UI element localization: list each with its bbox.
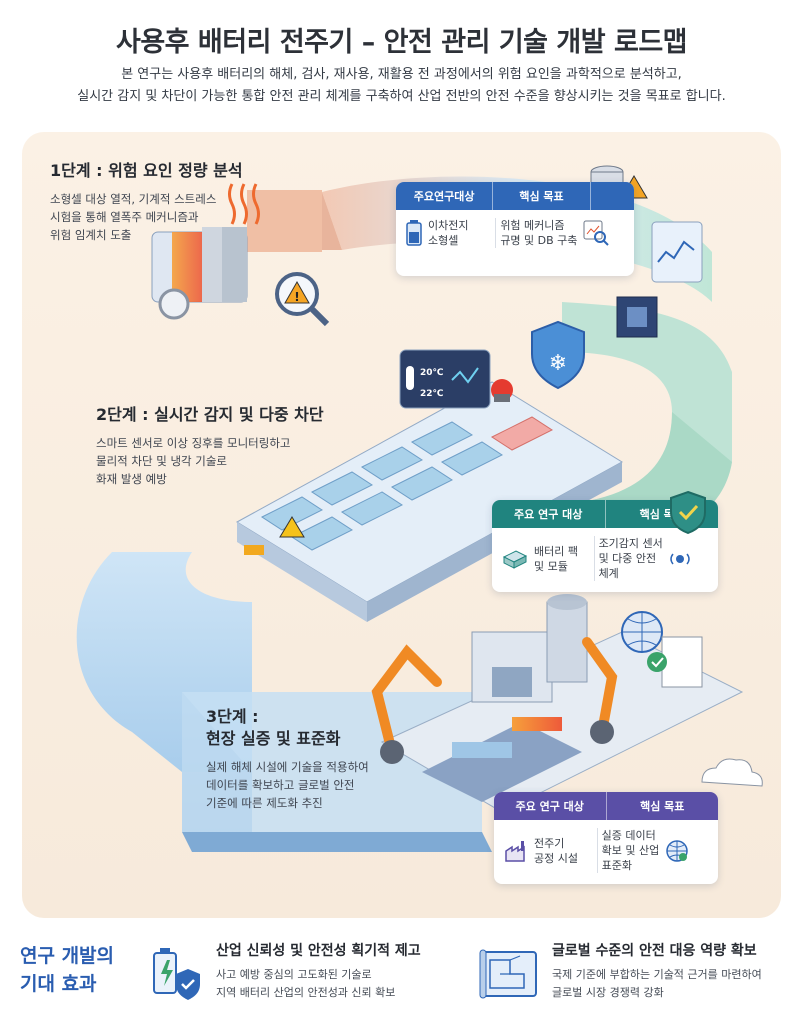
card-header-target: 주요 연구 대상 — [514, 508, 583, 521]
battery-icon — [406, 220, 422, 246]
stage-2-desc: 스마트 센서로 이상 징후를 모니터링하고 물리적 차단 및 냉각 기술로 화재… — [96, 436, 291, 486]
factory-icon — [505, 840, 525, 862]
search-chart-icon — [583, 220, 610, 246]
stage-3-title: 3단계 :현장 실증 및 표준화 — [206, 707, 341, 748]
globe-icon — [666, 839, 688, 862]
effects-heading: 연구 개발의 기대 효과 — [20, 945, 115, 995]
effect-item-1: 산업 신뢰성 및 안전성 획기적 제고 사고 예방 중심의 고도화된 기술로 지… — [216, 940, 421, 1002]
effect-1-desc: 사고 예방 중심의 고도화된 기술로 지역 배터리 산업의 안전성과 신뢰 확보 — [216, 968, 396, 999]
card-header-target: 주요 연구 대상 — [515, 800, 584, 813]
card-header-target: 주요연구대상 — [413, 190, 475, 203]
svg-text:❄: ❄ — [549, 351, 567, 376]
shield-check-icon — [670, 490, 706, 534]
effect-2-title: 글로벌 수준의 안전 대응 역량 확보 — [552, 943, 757, 959]
stage-2: 2단계 : 실시간 감지 및 다중 차단 스마트 센서로 이상 징후를 모니터링… — [96, 404, 356, 488]
stage-1-desc: 소형셀 대상 열적, 기계적 스트레스 시험을 통해 열폭주 메커니즘과 위험 … — [50, 192, 217, 242]
temperature-reading-1: 20℃ — [420, 368, 444, 378]
effect-item-2: 글로벌 수준의 안전 대응 역량 확보 국제 기준에 부합하는 기술적 근거를 … — [552, 940, 762, 1002]
battery-module-icon — [502, 549, 528, 569]
factory-illustration — [371, 594, 763, 813]
stage-3-desc: 실제 해체 시설에 기술을 적용하여 데이터를 확보하고 글로벌 안전 기준에 … — [206, 760, 369, 810]
page-subtitle: 본 연구는 사용후 배터리의 해체, 검사, 재사용, 재활용 전 과정에서의 … — [77, 67, 726, 104]
card-header-goal: 핵심 목표 — [492, 182, 589, 210]
sensor-icon — [670, 553, 690, 564]
battery-cell-illustration: ! — [151, 183, 330, 327]
card-header-goal: 핵심 목표 — [605, 792, 719, 820]
temperature-reading-2: 22℃ — [420, 389, 444, 399]
stage-2-title: 2단계 : 실시간 감지 및 다중 차단 — [96, 405, 324, 424]
svg-text:!: ! — [294, 290, 299, 304]
page-title: 사용후 배터리 전주기 – 안전 관리 기술 개발 로드맵 — [116, 27, 688, 58]
stage-1: 1단계 : 위험 요인 정량 분석 소형셀 대상 열적, 기계적 스트레스 시험… — [50, 160, 280, 244]
effect-2-desc: 국제 기준에 부합하는 기술적 근거를 마련하여 글로벌 시장 경쟁력 강화 — [552, 968, 762, 999]
blueprint-icon — [479, 949, 537, 999]
stage-3: 3단계 :현장 실증 및 표준화 실제 해체 시설에 기술을 적용하여 데이터를… — [206, 706, 406, 812]
stage-1-title: 1단계 : 위험 요인 정량 분석 — [50, 161, 243, 180]
effect-1-title: 산업 신뢰성 및 안전성 획기적 제고 — [216, 943, 421, 959]
battery-shield-icon — [153, 948, 200, 1000]
